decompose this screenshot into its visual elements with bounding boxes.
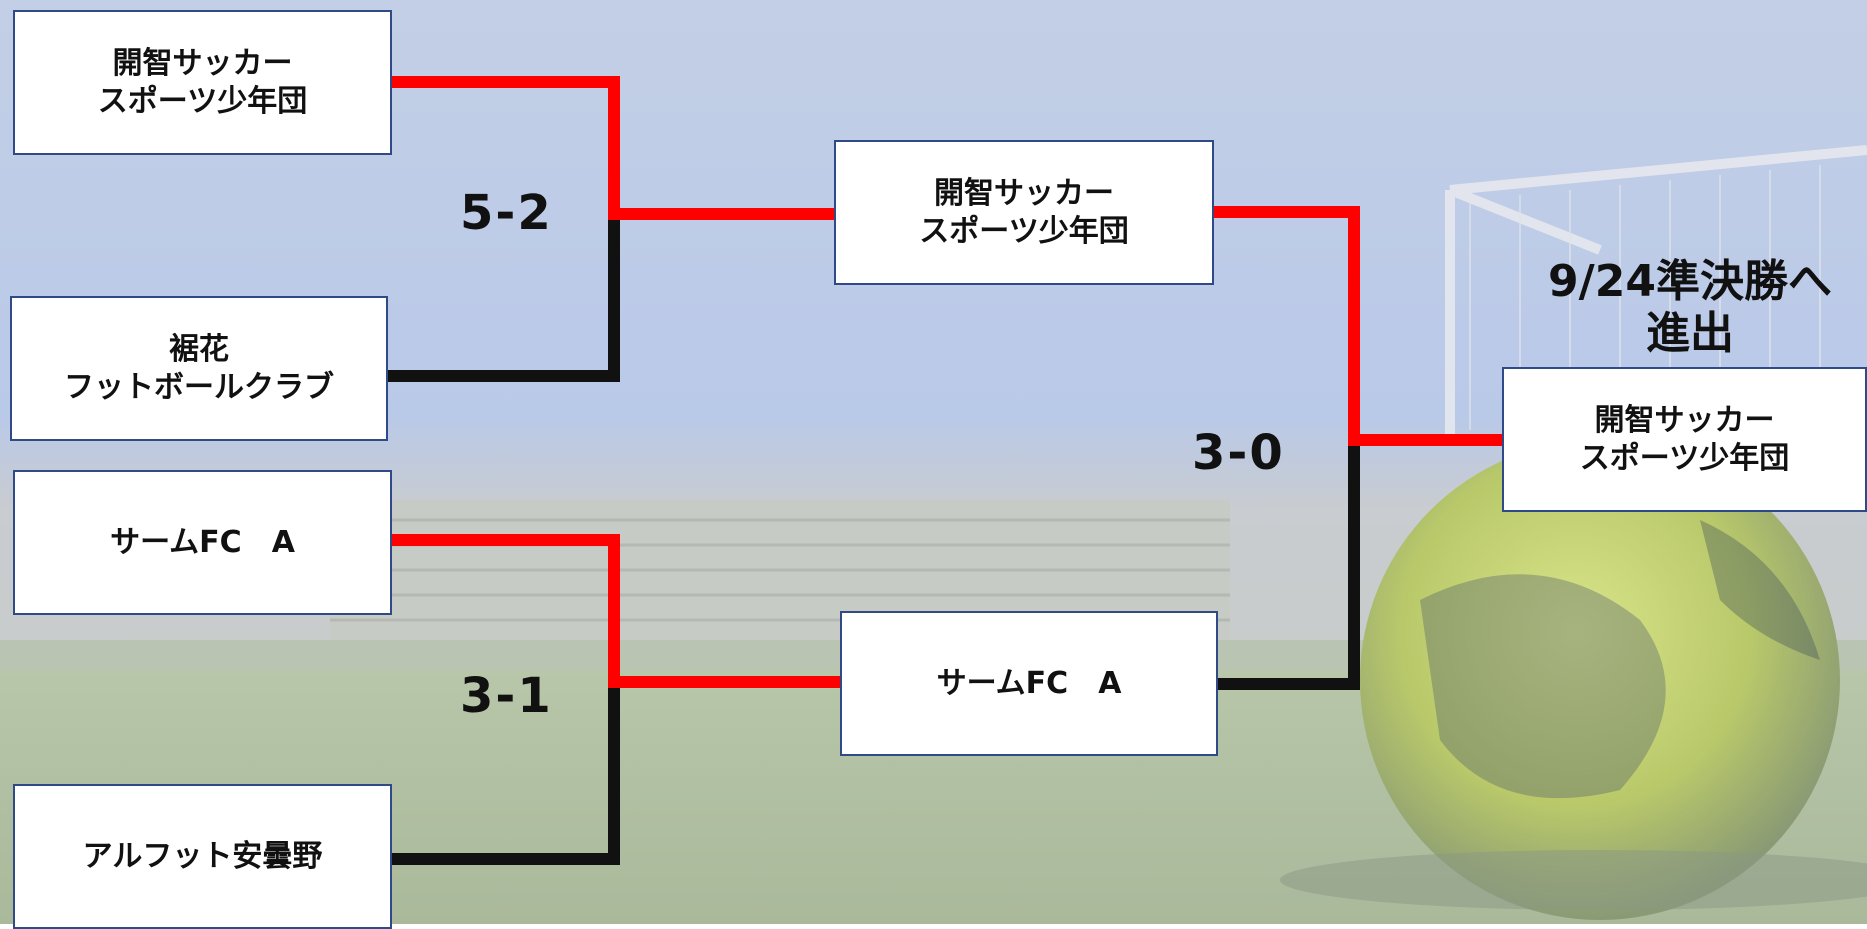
match1-score: 5-2 [460,185,553,241]
match2-score: 3-1 [460,668,553,724]
round1-team-1-box: 開智サッカー スポーツ少年団 [13,10,392,155]
match1-loser-line [386,208,620,382]
winner-team-box: 開智サッカー スポーツ少年団 [1502,367,1867,512]
match1-winner-line [386,76,840,220]
round2-team-2-box: サームFC A [840,611,1218,756]
match3-score: 3-0 [1192,425,1285,481]
round1-team-4-box: アルフット安曇野 [13,784,392,929]
advance-note: 9/24準決勝へ 進出 [1548,256,1832,359]
round1-team-2-box: 裾花 フットボールクラブ [10,296,388,441]
match2-loser-line [386,676,620,865]
round1-team-3-box: サームFC A [13,470,392,615]
match3-loser-line [1212,434,1360,690]
match2-winner-line [386,534,846,688]
round2-team-1-box: 開智サッカー スポーツ少年団 [834,140,1214,285]
match3-winner-line [1208,206,1508,446]
